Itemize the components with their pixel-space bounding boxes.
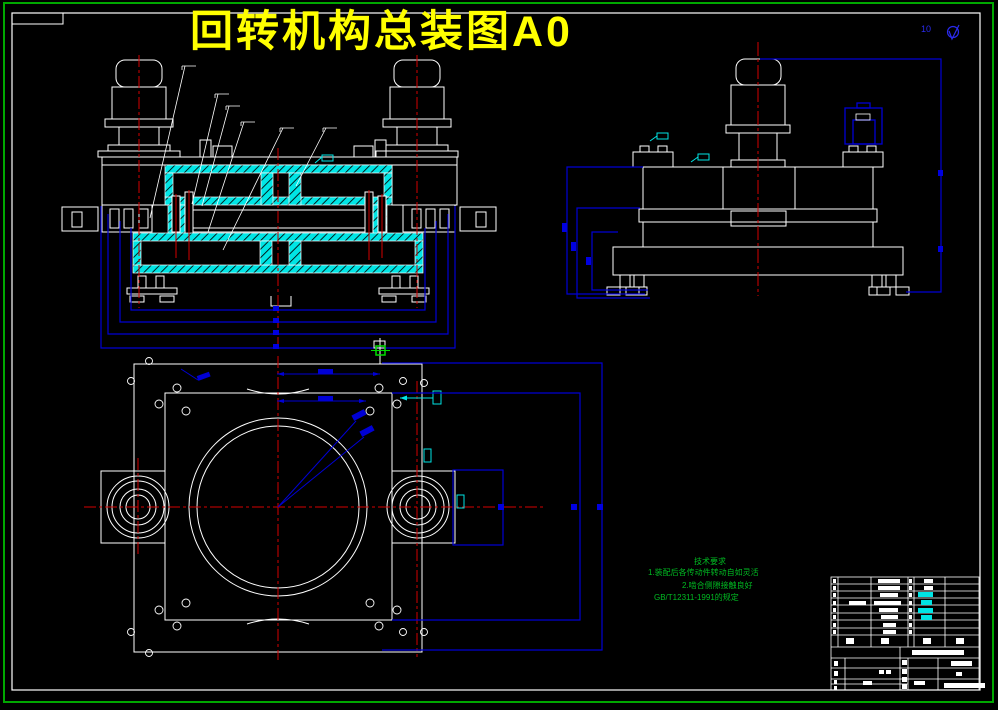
plan-centerlines xyxy=(84,356,545,660)
plan-roughness-callouts xyxy=(400,390,465,509)
front-bolt-centerlines xyxy=(175,190,383,260)
tech-notes-heading: 技术要求 xyxy=(694,557,726,566)
title-block-text-marks xyxy=(833,579,985,690)
roughness-value-text: 10 xyxy=(921,24,932,34)
plan-bolt-holes xyxy=(127,357,428,657)
tech-notes-line3: GB/T12311-1991的规定 xyxy=(654,593,739,602)
title-block-gridlines xyxy=(831,577,979,690)
front-feet xyxy=(126,275,430,307)
front-leaders xyxy=(149,65,337,251)
osnap-marker-icon xyxy=(371,345,390,356)
side-grip-boxes xyxy=(562,170,943,265)
title-block[interactable] xyxy=(830,576,985,691)
plan-corner-brackets xyxy=(154,383,402,631)
sheet-roughness-symbol-icon xyxy=(946,24,960,41)
plan-view[interactable] xyxy=(84,338,603,660)
drawing-title-text[interactable]: 回转机构总装图A0 xyxy=(190,8,573,56)
tech-notes-line2: 2.啮合侧隙接触良好 xyxy=(682,581,753,590)
title-block-cyan-marks xyxy=(918,592,933,620)
front-grip-boxes xyxy=(273,306,279,349)
side-view[interactable] xyxy=(562,42,943,299)
front-top-plate xyxy=(101,156,458,166)
side-roughness-flags xyxy=(649,132,710,163)
side-aux-motor-symbol xyxy=(844,102,883,145)
roughness-flag-icon xyxy=(314,154,334,164)
front-view[interactable] xyxy=(61,55,497,352)
sheet-border xyxy=(3,2,994,703)
tech-notes-line1: 1.装配后各传动件转动自如灵活 xyxy=(648,568,759,577)
plan-dimensions xyxy=(180,368,380,508)
plan-grip-boxes xyxy=(498,504,603,510)
front-right-cap xyxy=(391,164,458,206)
side-aux-frames xyxy=(566,58,942,299)
side-feet xyxy=(606,274,910,296)
front-top-lugs xyxy=(199,139,387,158)
